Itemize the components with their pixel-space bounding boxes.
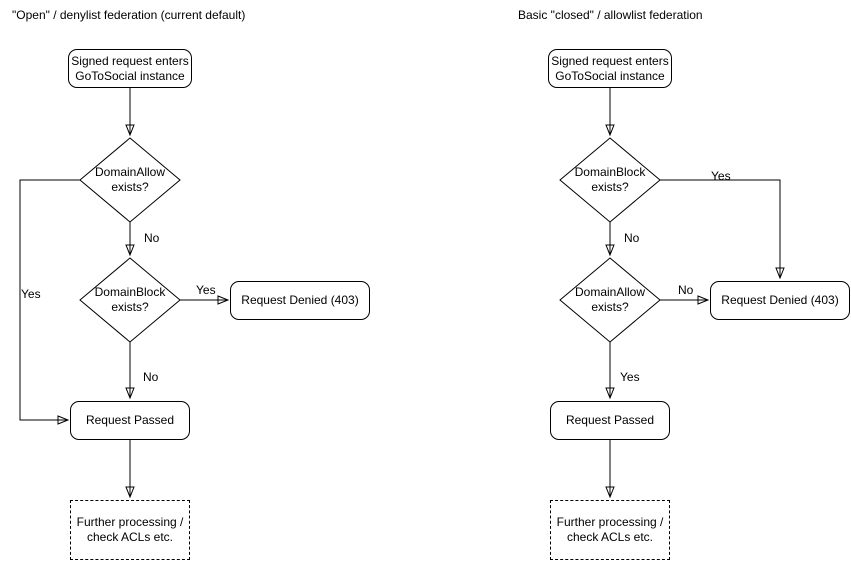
left-decision2-line1: DomainBlock — [94, 285, 166, 299]
right-denied-label: Request Denied (403) — [721, 293, 839, 307]
left-diagram-title: "Open" / denylist federation (current de… — [12, 8, 246, 22]
right-decision1-label: DomainBlock exists? — [565, 165, 655, 195]
left-passed-node: Request Passed — [70, 401, 190, 440]
left-decision1-line1: DomainAllow — [94, 165, 166, 179]
left-edge-label-yes-loop: Yes — [21, 287, 41, 301]
right-decision1-line1: DomainBlock — [574, 165, 646, 179]
left-decision1-label: DomainAllow exists? — [85, 165, 175, 195]
right-further-line1: Further processing / — [556, 515, 664, 529]
left-passed-label: Request Passed — [85, 413, 175, 427]
right-passed-label: Request Passed — [565, 413, 655, 427]
left-further-line2: check ACLs etc. — [86, 530, 174, 544]
right-decision2-label: DomainAllow exists? — [565, 285, 655, 315]
left-further-node: Further processing / check ACLs etc. — [70, 500, 190, 560]
right-start-line2: GoToSocial instance — [555, 68, 665, 83]
left-start-line2: GoToSocial instance — [75, 68, 185, 83]
right-decision2-line1: DomainAllow — [574, 285, 646, 299]
right-diagram-title: Basic "closed" / allowlist federation — [518, 8, 703, 22]
right-decision2-line2: exists? — [591, 300, 629, 314]
left-start-node: Signed request enters GoToSocial instanc… — [68, 49, 192, 88]
left-decision2-label: DomainBlock exists? — [85, 285, 175, 315]
right-further-line2: check ACLs etc. — [566, 530, 654, 544]
left-decision2-line2: exists? — [111, 300, 149, 314]
shape-left-decision2-diamond — [79, 257, 181, 343]
shape-right-decision1-diamond — [559, 137, 661, 223]
left-edge-label-no-2: No — [143, 370, 159, 384]
right-edge-label-yes-2: Yes — [620, 370, 640, 384]
right-start-node: Signed request enters GoToSocial instanc… — [548, 49, 672, 88]
left-denied-node: Request Denied (403) — [230, 281, 370, 320]
right-passed-node: Request Passed — [550, 401, 670, 440]
left-denied-label: Request Denied (403) — [241, 293, 359, 307]
right-edge-label-no-denied: No — [678, 283, 694, 297]
left-edge-label-no-1: No — [144, 231, 160, 245]
shape-left-decision1-diamond — [79, 137, 181, 223]
right-start-line1: Signed request enters — [551, 53, 669, 68]
right-further-node: Further processing / check ACLs etc. — [550, 500, 670, 560]
shape-right-decision2-diamond — [559, 257, 661, 343]
left-start-line1: Signed request enters — [71, 53, 189, 68]
right-edge-label-yes-denied: Yes — [711, 169, 731, 183]
left-edge-label-yes-denied: Yes — [196, 283, 216, 297]
edge-left-decision1-yes-to-passed — [19, 179, 80, 420]
edge-right-decision1-yes-to-denied — [660, 179, 780, 278]
left-further-line1: Further processing / — [76, 515, 184, 529]
left-decision1-line2: exists? — [111, 180, 149, 194]
right-decision1-line2: exists? — [591, 180, 629, 194]
right-edge-label-no-1: No — [624, 231, 640, 245]
right-denied-node: Request Denied (403) — [710, 281, 850, 320]
